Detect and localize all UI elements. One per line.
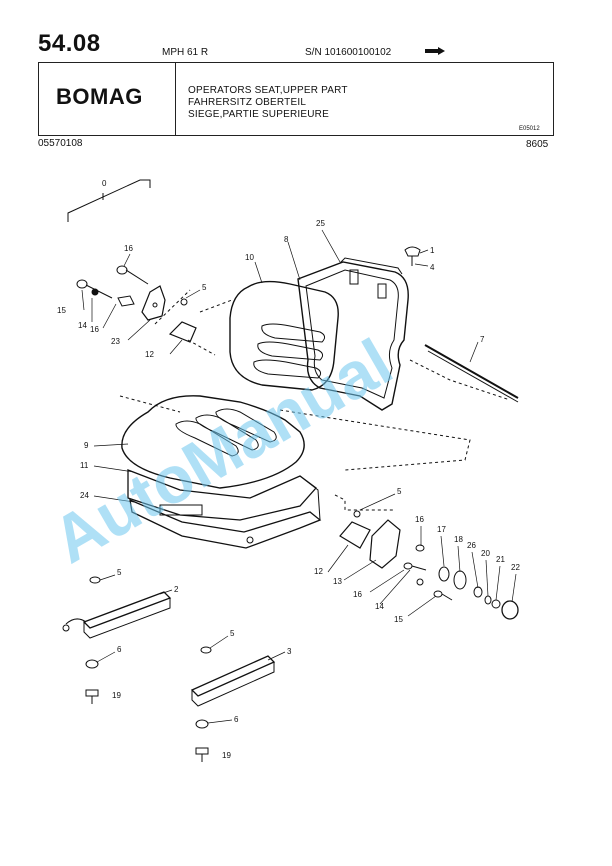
backrest-frame [297, 257, 409, 411]
callout-19: 19 [222, 751, 231, 760]
exploded-seat-diagram: 0 1 2 3 4 5 5 5 5 6 6 7 8 9 10 11 12 12 … [57, 179, 520, 762]
callout-12: 12 [145, 350, 154, 359]
rail-fasteners [85, 576, 212, 762]
callout-2: 2 [174, 585, 179, 594]
arrow-right-icon [425, 47, 445, 55]
callout-11: 11 [80, 461, 89, 470]
watermark-text: AutoManual [40, 324, 404, 577]
callout-20: 20 [481, 549, 490, 558]
seat-rail-2 [62, 591, 172, 639]
callout-9: 9 [84, 441, 89, 450]
seat-cushion [121, 395, 305, 489]
callout-14: 14 [375, 602, 384, 611]
logo-cell [38, 62, 176, 136]
callout-22: 22 [511, 563, 520, 572]
callout-5: 5 [117, 568, 122, 577]
assembly-lines [119, 289, 511, 511]
callout-7: 7 [480, 335, 485, 344]
backrest-cushion [229, 280, 339, 391]
callout-16: 16 [353, 590, 362, 599]
callout-12: 12 [314, 567, 323, 576]
drawing-id: E05012 [519, 126, 540, 132]
bomag-logo: BOMAG [56, 84, 143, 109]
callout-18: 18 [454, 535, 463, 544]
page-number: 54.08 [38, 30, 101, 57]
seat-base [127, 469, 322, 549]
title-block [38, 62, 554, 136]
callout-26: 26 [467, 541, 476, 550]
callout-16: 16 [124, 244, 133, 253]
callout-19: 19 [112, 691, 121, 700]
callout-14: 14 [78, 321, 87, 330]
callout-1: 1 [430, 246, 435, 255]
callout-24: 24 [80, 491, 89, 500]
assembly-bracket [67, 179, 151, 222]
title-german: FAHRERSITZ OBERTEIL [188, 97, 307, 108]
title-english: OPERATORS SEAT,UPPER PART [188, 85, 348, 96]
callout-5: 5 [397, 487, 402, 496]
callout-25: 25 [316, 219, 325, 228]
callout-15: 15 [394, 615, 403, 624]
callout-16: 16 [90, 325, 99, 334]
model-label: MPH 61 R [162, 47, 209, 58]
callout-23: 23 [111, 337, 120, 346]
callout-0: 0 [102, 179, 107, 188]
callout-17: 17 [437, 525, 446, 534]
callout-21: 21 [496, 555, 505, 564]
callout-labels: 0 1 2 3 4 5 5 5 5 6 6 7 8 9 10 11 12 12 … [57, 179, 520, 760]
serial-number: S/N 101600100102 [305, 47, 392, 58]
callout-4: 4 [430, 263, 435, 272]
rod [424, 344, 519, 403]
callout-5: 5 [202, 283, 207, 292]
seat-rail-3 [190, 655, 276, 707]
callout-10: 10 [245, 253, 254, 262]
callout-6: 6 [117, 645, 122, 654]
left-hinge-hardware [76, 265, 197, 343]
date-code: 8605 [526, 139, 549, 150]
callout-3: 3 [287, 647, 292, 656]
callout-16: 16 [415, 515, 424, 524]
callout-8: 8 [284, 235, 289, 244]
title-french: SIEGE,PARTIE SUPERIEURE [188, 109, 329, 120]
callout-5: 5 [230, 629, 235, 638]
callout-13: 13 [333, 577, 342, 586]
part-number: 05570108 [38, 138, 83, 149]
callout-15: 15 [57, 306, 66, 315]
callout-6: 6 [234, 715, 239, 724]
callout-leaders [81, 229, 517, 724]
